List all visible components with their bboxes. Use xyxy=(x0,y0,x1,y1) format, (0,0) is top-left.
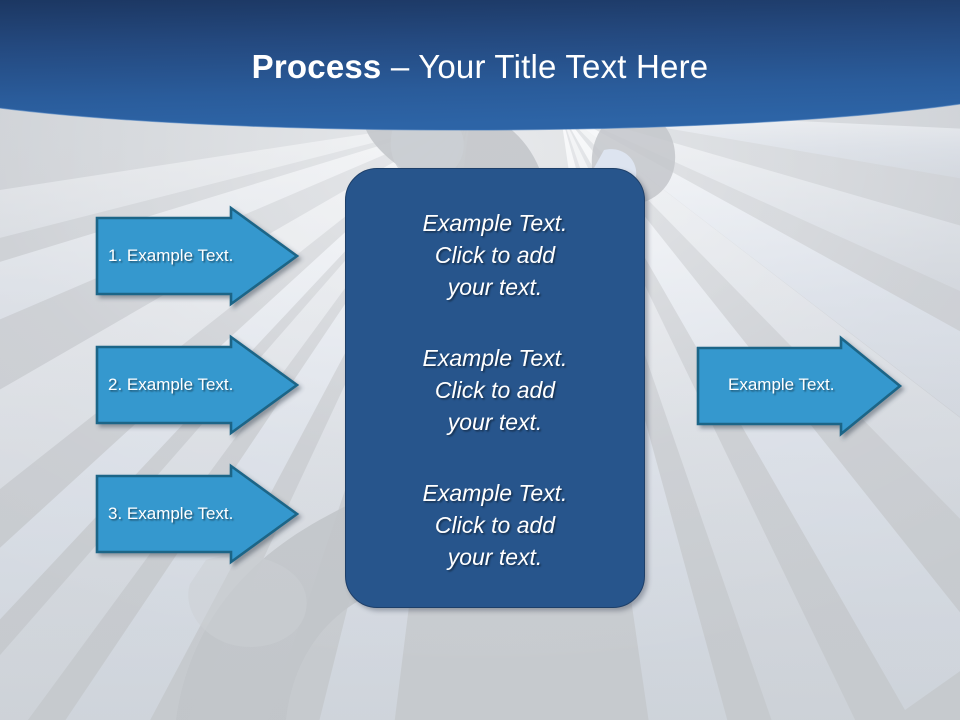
arrow-right-shape-icon xyxy=(95,334,300,436)
process-arrow-1[interactable]: 1. Example Text. xyxy=(95,205,300,307)
page-title-rest: Your Title Text Here xyxy=(418,48,709,85)
process-arrow-2[interactable]: 2. Example Text. xyxy=(95,334,300,436)
arrow-right-shape-icon xyxy=(696,335,903,437)
page-title-bold: Process xyxy=(251,48,382,85)
process-arrow-3[interactable]: 3. Example Text. xyxy=(95,463,300,565)
center-panel-paragraph-1: Example Text. Click to add your text. xyxy=(422,210,568,300)
center-content-panel[interactable]: Example Text. Click to add your text. Ex… xyxy=(345,168,645,608)
page-title: Process – Your Title Text Here xyxy=(0,47,960,87)
arrow-right-shape-icon xyxy=(95,463,300,565)
center-panel-paragraph-2: Example Text. Click to add your text. xyxy=(422,345,568,435)
outcome-arrow[interactable]: Example Text. xyxy=(696,335,903,437)
page-title-dash: – xyxy=(381,48,419,85)
center-panel-paragraph-3: Example Text. Click to add your text. xyxy=(422,480,568,570)
arrow-right-shape-icon xyxy=(95,205,300,307)
